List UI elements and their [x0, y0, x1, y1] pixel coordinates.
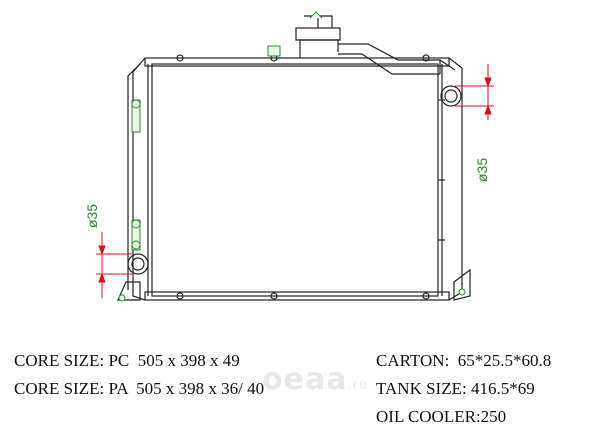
lower-hose-inlet [127, 253, 149, 275]
inlet-diameter-label: ø35 [84, 203, 100, 228]
outlet-diameter-label: ø35 [474, 157, 490, 182]
core-size-pa: CORE SIZE: PA 505 x 398 x 36/ 40 [14, 379, 265, 398]
core-size-pc: CORE SIZE: PC 505 x 398 x 49 [14, 351, 240, 370]
bleed-fitting [267, 45, 281, 57]
right-side-bracket [448, 57, 463, 301]
radiator-core [151, 63, 439, 297]
left-side-bracket [132, 57, 146, 301]
upper-pipe [338, 43, 456, 71]
upper-hose-outlet [440, 85, 462, 107]
watermark-domain: .ru [347, 378, 369, 393]
bottom-tank [144, 291, 450, 301]
top-tank [144, 57, 450, 67]
watermark: оеаа.ru [262, 362, 368, 397]
filler-neck [299, 39, 339, 58]
watermark-brand: оеаа [262, 362, 348, 397]
tank-size: TANK SIZE: 416.5*69 [376, 379, 535, 398]
carton-size: CARTON: 65*25.5*60.8 [376, 351, 552, 370]
oil-cooler-size: OIL COOLER:250 [376, 407, 507, 426]
